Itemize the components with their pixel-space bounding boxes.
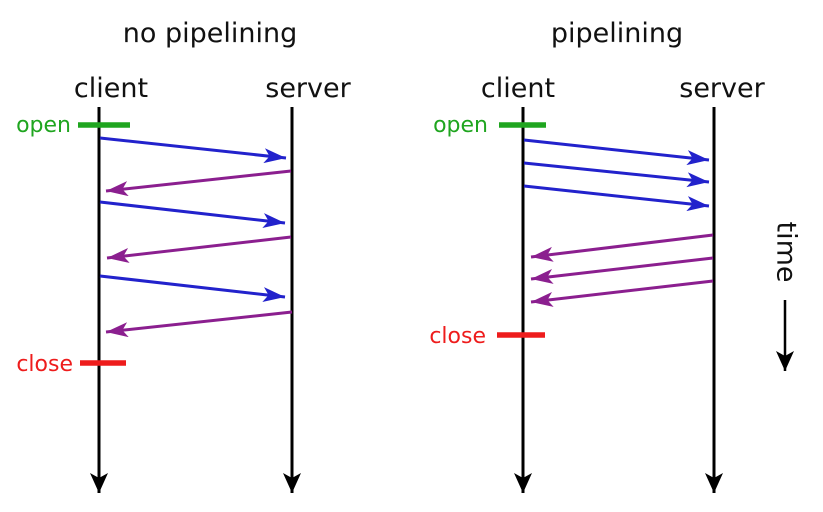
response-arrow	[105, 310, 293, 338]
panel-title: pipelining	[551, 18, 683, 49]
close-label: close	[429, 324, 486, 349]
time-axis: time	[771, 221, 802, 371]
client-label: client	[74, 73, 148, 104]
close-label: close	[16, 352, 73, 377]
panel-pipelining: pipelining client server open close	[429, 18, 766, 493]
response-arrow	[106, 235, 292, 263]
server-label: server	[265, 73, 351, 104]
response-arrow	[530, 256, 714, 284]
open-label: open	[16, 113, 71, 138]
server-label: server	[679, 73, 765, 104]
request-arrow	[523, 138, 710, 166]
request-arrow	[523, 184, 710, 212]
panel-no-pipelining: no pipelining client server open close	[16, 18, 352, 493]
client-label: client	[481, 73, 555, 104]
open-label: open	[433, 113, 488, 138]
response-arrow	[105, 169, 292, 197]
panel-title: no pipelining	[123, 18, 297, 49]
request-arrow	[523, 161, 710, 188]
response-arrow	[530, 233, 714, 262]
request-arrow	[99, 136, 287, 164]
request-arrow	[99, 200, 286, 228]
time-label: time	[771, 221, 802, 282]
request-arrow	[99, 274, 286, 302]
response-arrow	[530, 279, 714, 307]
